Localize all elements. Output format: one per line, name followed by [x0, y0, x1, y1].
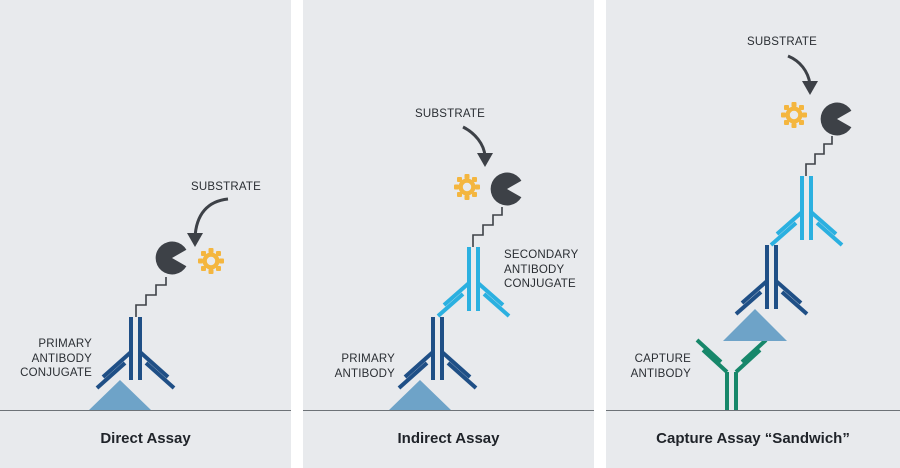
linker — [472, 207, 503, 247]
substrate-gear-icon — [198, 248, 224, 274]
arrow-head — [477, 153, 493, 167]
primary-antibody — [734, 245, 809, 316]
substrate-label: SUBSTRATE — [415, 108, 485, 120]
substrate-gear-icon — [781, 102, 807, 128]
substrate-label: SUBSTRATE — [747, 36, 817, 48]
panel-title: Indirect Assay — [397, 430, 500, 447]
panel-direct-assay: SUBSTRATE PRIMARY ANTIBODY CONJUGATE Dir… — [0, 0, 291, 468]
linker — [805, 136, 833, 176]
antigen-triangle — [723, 309, 787, 341]
primary-antibody — [95, 317, 176, 390]
linker — [135, 277, 167, 317]
enzyme-pacman — [820, 102, 852, 136]
antigen-triangle — [388, 380, 452, 411]
capture-assay-diagram — [695, 54, 852, 411]
panel-title: Capture Assay “Sandwich” — [656, 430, 850, 447]
antigen-triangle — [88, 380, 152, 411]
panel-capture-assay: SUBSTRATE CAPTURE ANTIBODY Capture Assay… — [606, 0, 900, 468]
panel-indirect-assay: SUBSTRATE SECONDARY ANTIBODY CONJUGATE P… — [303, 0, 594, 468]
substrate-gear-icon — [454, 174, 480, 200]
panel-title: Direct Assay — [100, 430, 191, 447]
secondary-antibody — [769, 176, 844, 247]
direct-assay-diagram — [88, 197, 229, 411]
arrow-head — [802, 81, 818, 95]
capture-antibody-label: CAPTURE ANTIBODY — [630, 353, 691, 380]
arrow — [193, 197, 229, 239]
surface-line — [0, 410, 291, 411]
capture-antibody — [695, 338, 768, 411]
enzyme-pacman — [490, 172, 522, 206]
arrow — [462, 125, 487, 157]
primary-antibody — [397, 317, 478, 390]
secondary-antibody-conjugate-label: SECONDARY ANTIBODY CONJUGATE — [504, 249, 579, 290]
secondary-antibody — [436, 247, 511, 318]
arrow-head — [187, 233, 203, 247]
surface-line — [303, 410, 594, 411]
surface-line — [606, 410, 900, 411]
indirect-assay-diagram — [388, 125, 522, 411]
substrate-label: SUBSTRATE — [191, 181, 261, 193]
arrow — [787, 54, 812, 85]
primary-antibody-label: PRIMARY ANTIBODY — [334, 353, 395, 380]
primary-antibody-conjugate-label: PRIMARY ANTIBODY CONJUGATE — [20, 338, 92, 379]
enzyme-pacman — [155, 241, 187, 275]
